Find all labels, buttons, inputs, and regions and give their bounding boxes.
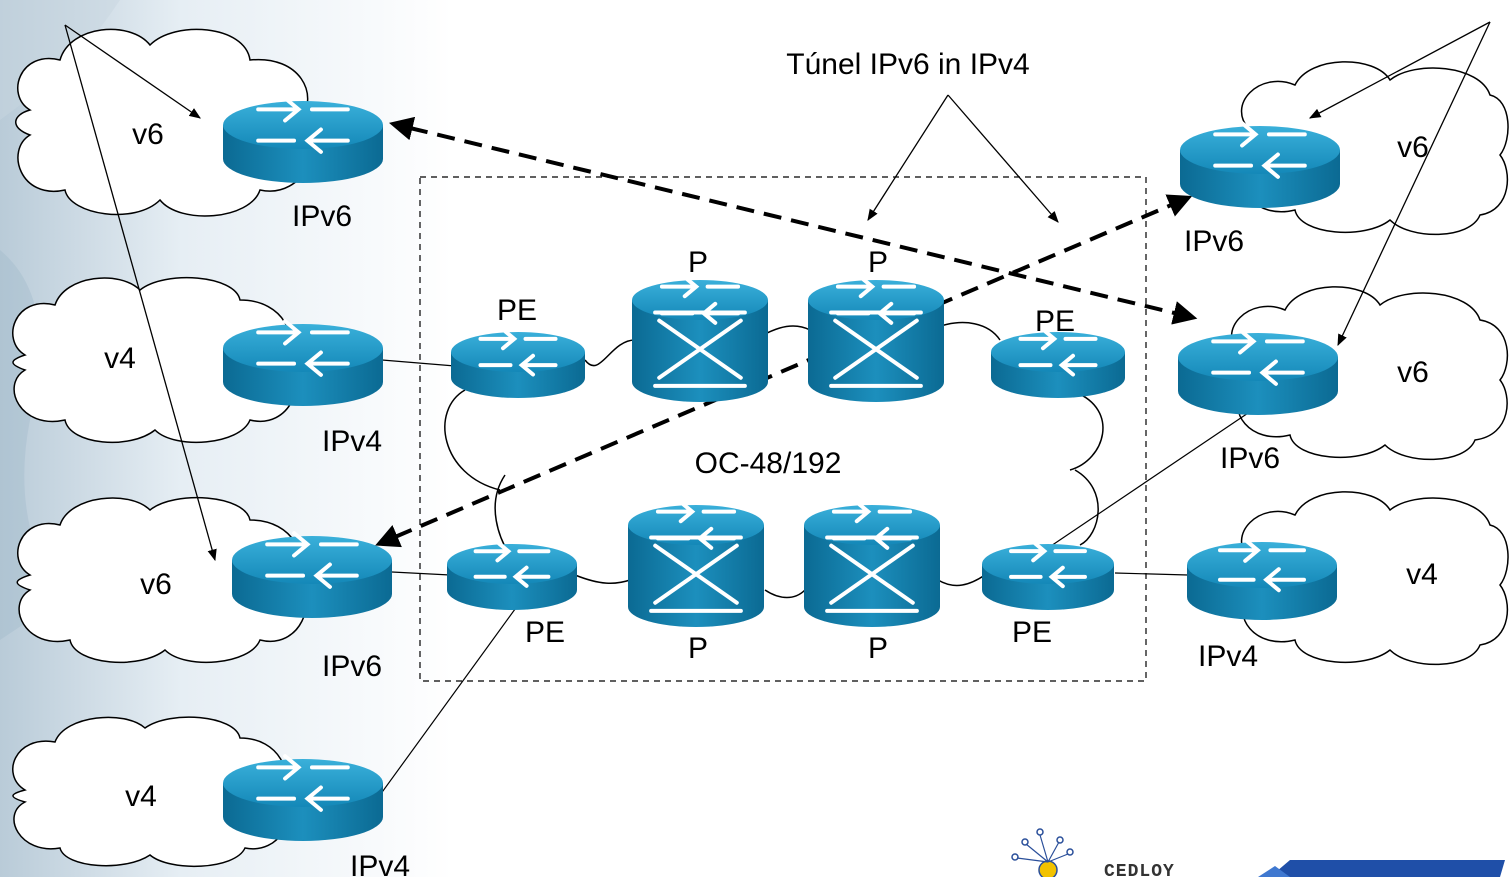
p-label-2: P: [867, 246, 889, 279]
core-label: OC-48/192: [694, 447, 842, 480]
pe-router-4-icon: [982, 539, 1114, 610]
cloud-label-tr: v6: [1397, 131, 1429, 164]
pe-router-1-icon: [451, 327, 585, 398]
p-switch-4-icon: [804, 500, 940, 627]
router-r5-icon: [1180, 121, 1340, 208]
cloud-bottom-right: [1235, 491, 1509, 666]
p-switch-2-icon: [808, 275, 944, 402]
router-label-r5: IPv6: [1183, 225, 1245, 258]
router-label-r7: IPv4: [1197, 640, 1259, 673]
cloud-label-br: v4: [1406, 558, 1438, 591]
cloud-label-tl: v6: [132, 118, 164, 151]
pe-label-3: PE: [524, 616, 566, 649]
router-r7-icon: [1187, 537, 1337, 620]
cloud-label-mr: v6: [1397, 356, 1429, 389]
p-label-3: P: [687, 632, 709, 665]
router-label-r4: IPv4: [349, 850, 411, 883]
pe-label-2: PE: [1034, 305, 1076, 338]
router-label-r3: IPv6: [321, 650, 383, 683]
p-label-1: P: [687, 246, 709, 279]
router-label-r2: IPv4: [321, 425, 383, 458]
p-switch-1-icon: [632, 275, 768, 402]
pe-label-1: PE: [496, 294, 538, 327]
logo-text: CEDLOY: [1104, 862, 1175, 882]
cloud-label-bl: v6: [140, 568, 172, 601]
router-r4-icon: [223, 754, 383, 841]
pe-router-3-icon: [447, 540, 577, 610]
cloud-label-ml: v4: [104, 342, 136, 375]
p-switch-3-icon: [628, 500, 764, 627]
router-label-r6: IPv6: [1219, 442, 1281, 475]
logo: CEDLOY: [990, 822, 1512, 882]
tunnel-label: Túnel IPv6 in IPv4: [786, 48, 1030, 81]
router-r2-icon: [223, 319, 383, 406]
pe-router-2-icon: [991, 327, 1125, 398]
router-label-r1: IPv6: [291, 200, 353, 233]
pe-label-4: PE: [1011, 616, 1053, 649]
router-r3-icon: [232, 531, 392, 618]
cloud-mid-right: [1229, 286, 1509, 461]
logo-graphic: [1011, 828, 1505, 880]
cloud-label-ll: v4: [125, 780, 157, 813]
router-r6-icon: [1178, 328, 1338, 415]
router-r1-icon: [223, 96, 383, 183]
p-label-4: P: [867, 632, 889, 665]
tunnels: [375, 116, 1198, 548]
